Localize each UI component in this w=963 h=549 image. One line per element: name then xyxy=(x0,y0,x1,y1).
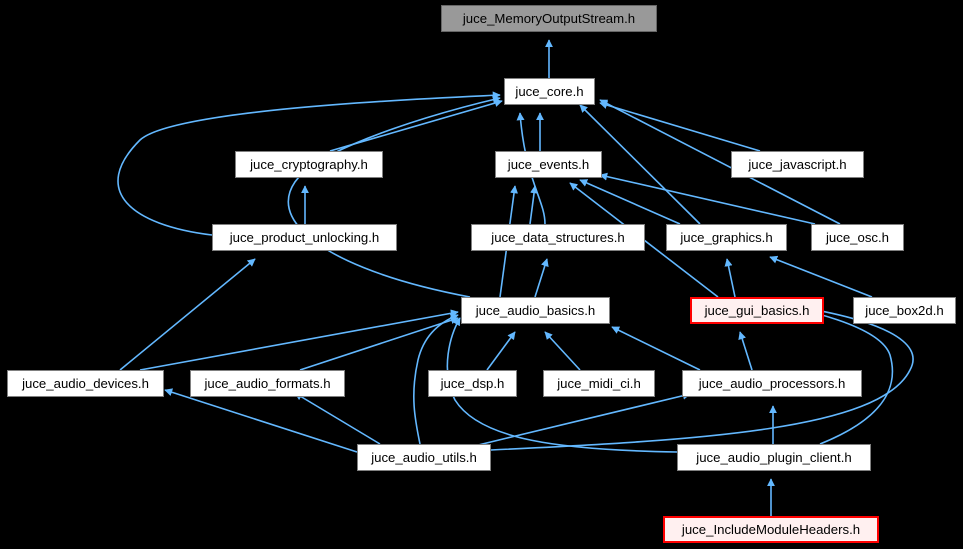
edge-n6-to-n1 xyxy=(516,112,546,225)
node-label: juce_gui_basics.h xyxy=(704,302,810,318)
edge-n14-to-n9 xyxy=(486,331,516,371)
node-label: juce_core.h xyxy=(515,83,584,99)
edge-n18-to-n9 xyxy=(446,317,678,453)
edge-n6-to-n3 xyxy=(529,185,539,225)
node-label: juce_osc.h xyxy=(825,229,890,245)
node-juce-midi-ci[interactable]: juce_midi_ci.h xyxy=(543,370,655,397)
node-juce-audio-basics[interactable]: juce_audio_basics.h xyxy=(461,297,610,324)
node-label: juce_audio_devices.h xyxy=(22,375,149,391)
node-juce-events[interactable]: juce_events.h xyxy=(495,151,602,178)
node-juce-gui-basics[interactable]: juce_gui_basics.h xyxy=(690,297,824,324)
node-juce-IncludeModuleHeaders[interactable]: juce_IncludeModuleHeaders.h xyxy=(663,516,879,543)
edge-n17-to-n16 xyxy=(469,391,691,448)
edge-n17-to-n9 xyxy=(413,313,459,445)
node-label: juce_box2d.h xyxy=(865,302,944,318)
node-label: juce_audio_processors.h xyxy=(698,375,846,391)
edge-n8-to-n3 xyxy=(599,172,816,225)
edge-n16-to-n9 xyxy=(611,326,701,371)
edge-n12-to-n9 xyxy=(139,309,459,371)
edge-n9-to-n1 xyxy=(287,95,501,298)
node-label: juce_MemoryOutputStream.h xyxy=(462,10,636,26)
node-label: juce_product_unlocking.h xyxy=(229,229,380,245)
node-label: juce_graphics.h xyxy=(680,229,773,245)
edge-n8-to-n1 xyxy=(599,99,841,225)
edge-n15-to-n9 xyxy=(544,331,581,371)
node-juce-audio-processors[interactable]: juce_audio_processors.h xyxy=(682,370,862,397)
node-label: juce_cryptography.h xyxy=(250,156,368,172)
edge-n4-to-n1 xyxy=(599,101,761,152)
node-label: juce_audio_utils.h xyxy=(371,449,477,465)
node-label: juce_IncludeModuleHeaders.h xyxy=(681,521,861,537)
edge-n7-to-n3 xyxy=(579,179,681,225)
node-juce-core[interactable]: juce_core.h xyxy=(504,78,595,105)
edge-n10-to-n7 xyxy=(724,258,736,298)
node-juce-product-unlocking[interactable]: juce_product_unlocking.h xyxy=(212,224,397,251)
edge-n11-to-n7 xyxy=(769,255,873,298)
edge-n16-to-n10 xyxy=(738,331,753,371)
node-juce-audio-formats[interactable]: juce_audio_formats.h xyxy=(190,370,345,397)
edge-n17-to-n12 xyxy=(164,388,358,453)
node-juce-audio-utils[interactable]: juce_audio_utils.h xyxy=(357,444,491,471)
edge-n5-to-n1 xyxy=(117,91,501,236)
node-juce-graphics[interactable]: juce_graphics.h xyxy=(666,224,787,251)
node-label: juce_audio_plugin_client.h xyxy=(696,449,852,465)
node-juce-audio-devices[interactable]: juce_audio_devices.h xyxy=(7,370,164,397)
node-juce-cryptography[interactable]: juce_cryptography.h xyxy=(235,151,383,178)
edge-n9-to-n6 xyxy=(534,258,549,298)
node-label: juce_data_structures.h xyxy=(491,229,625,245)
node-label: juce_midi_ci.h xyxy=(557,375,641,391)
edge-n13-to-n9 xyxy=(299,316,459,371)
node-label: juce_dsp.h xyxy=(440,375,505,391)
node-juce-dsp[interactable]: juce_dsp.h xyxy=(428,370,517,397)
node-label: juce_events.h xyxy=(507,156,590,172)
node-juce-audio-plugin-client[interactable]: juce_audio_plugin_client.h xyxy=(677,444,871,471)
node-juce-data-structures[interactable]: juce_data_structures.h xyxy=(471,224,645,251)
node-label: juce_javascript.h xyxy=(748,156,847,172)
node-juce-javascript[interactable]: juce_javascript.h xyxy=(731,151,864,178)
node-juce-osc[interactable]: juce_osc.h xyxy=(811,224,904,251)
edge-n12-to-n5 xyxy=(119,258,256,371)
edge-n17-to-n10 xyxy=(490,298,914,451)
node-label: juce_audio_basics.h xyxy=(475,302,596,318)
node-juce-box2d[interactable]: juce_box2d.h xyxy=(853,297,956,324)
node-label: juce_audio_formats.h xyxy=(204,375,331,391)
node-juce-MemoryOutputStream[interactable]: juce_MemoryOutputStream.h xyxy=(441,5,657,32)
edge-n7-to-n1 xyxy=(579,104,701,225)
edge-n17-to-n13 xyxy=(294,392,381,445)
